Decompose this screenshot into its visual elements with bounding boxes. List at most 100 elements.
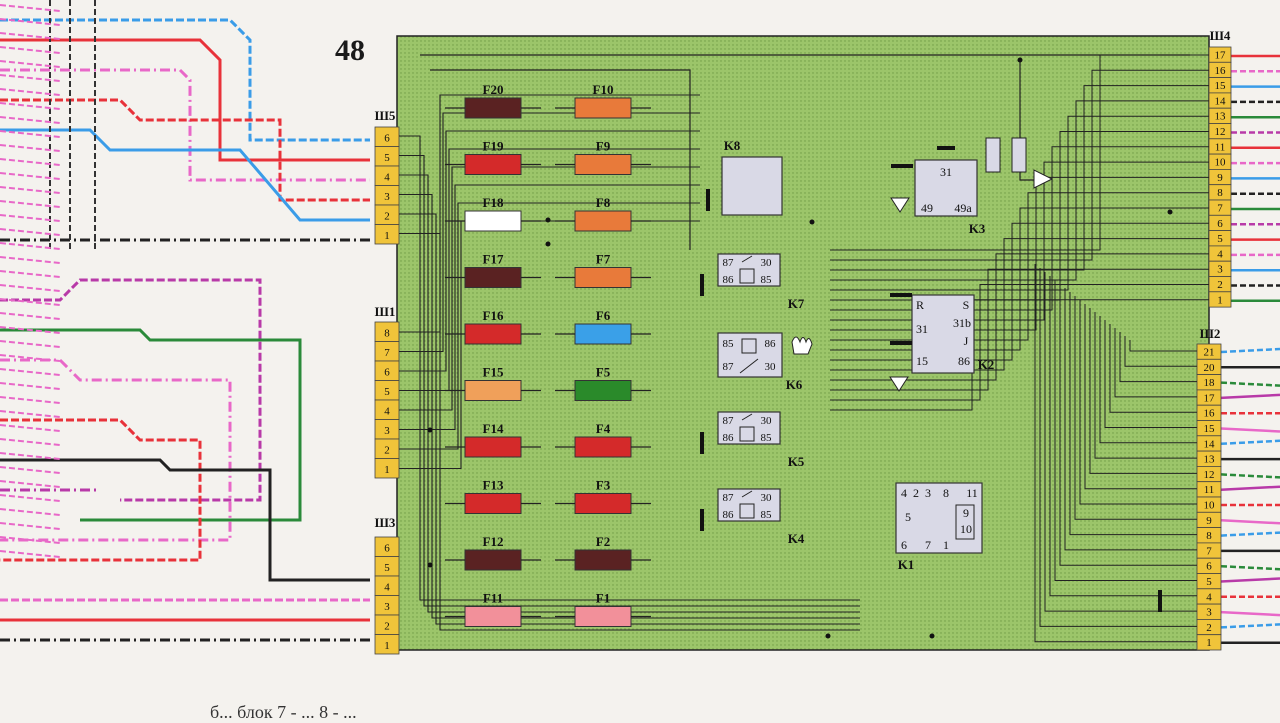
harness-wire-left: [0, 418, 202, 562]
connector-label-sh1: Ш1: [375, 304, 396, 319]
fuse-label: F17: [483, 252, 504, 267]
relay-contact: [739, 358, 759, 374]
harness-wire-right: [1220, 519, 1280, 525]
fuse-label: F9: [596, 139, 611, 154]
relay-contact: [741, 255, 753, 263]
junction-dot: [809, 219, 815, 225]
board-trace: [830, 115, 1209, 291]
relay-terminal: 86: [958, 354, 970, 368]
connector-pin-number: 2: [384, 211, 390, 223]
harness-wire-left: [0, 396, 61, 404]
fuse-label: F18: [483, 195, 504, 210]
harness-wire-left: [0, 368, 61, 376]
fuse-label: F12: [483, 534, 504, 549]
fuse-label: F4: [596, 421, 611, 436]
board-trace: [830, 100, 1209, 281]
connector-pin-number: 4: [1206, 591, 1212, 603]
harness-wire-left: [0, 328, 302, 522]
board-trace: [1069, 292, 1197, 536]
fuse-f6: [574, 323, 632, 345]
harness-wire-right: [1220, 427, 1280, 433]
resistor-symbol: [985, 137, 1001, 173]
relay-terminal: 15: [916, 354, 928, 368]
connector-pin-number: 1: [384, 230, 390, 242]
connector-pin-number: 6: [384, 367, 390, 379]
fuse-f2: [574, 549, 632, 571]
relay-terminal: 30: [765, 361, 777, 373]
relay-terminal: 85: [761, 274, 773, 286]
fuse-label: F10: [593, 82, 614, 97]
connector-pin-number: 17: [1204, 392, 1216, 404]
harness-wire-right: [1220, 393, 1280, 400]
harness-wire-left: [0, 144, 61, 152]
harness-wire-left: [0, 382, 61, 390]
harness-wire-left: [0, 116, 61, 124]
harness-wire-left: [0, 508, 61, 516]
harness-wire-right: [1220, 473, 1280, 479]
fuse-label: F19: [483, 139, 504, 154]
relay-terminal: 49: [921, 201, 933, 215]
harness-wire-left: [0, 424, 61, 432]
connector-pin-number: 15: [1204, 423, 1216, 435]
connector-label-sh5: Ш5: [375, 108, 396, 123]
board-trace: [830, 268, 1209, 391]
connector-pin-number: 6: [384, 543, 390, 555]
ground-bar: [1158, 590, 1162, 612]
board-trace: [399, 213, 860, 625]
harness-wire-left: [0, 18, 61, 26]
connector-pin-number: 13: [1215, 111, 1227, 123]
connector-pin-number: 20: [1204, 362, 1216, 374]
connector-pin-number: 13: [1204, 454, 1216, 466]
fuse-f3: [574, 493, 632, 514]
fuse-f8: [574, 210, 632, 232]
harness-wire-left: [0, 312, 61, 320]
board-trace: [430, 69, 691, 250]
connector-pin-number: 12: [1204, 469, 1215, 481]
fuse-f14: [464, 436, 522, 458]
connector-label-sh4: Ш4: [1210, 28, 1231, 43]
fuse-label: F15: [483, 365, 504, 380]
fuse-label: F2: [596, 534, 610, 549]
connector-pin-number: 14: [1204, 438, 1216, 450]
harness-wire-right: [1220, 347, 1280, 354]
relay-contact: [741, 490, 753, 498]
harness-wire-left: [0, 38, 370, 162]
connector-pin-number: 3: [384, 191, 390, 203]
relay-terminal: 8: [943, 486, 949, 500]
relay-terminal: 4: [901, 486, 907, 500]
board-trace: [1114, 328, 1197, 398]
hand-cursor-icon: [791, 336, 813, 355]
board-trace: [1039, 268, 1197, 627]
harness-wire-right: [1220, 531, 1280, 537]
diode-symbol: [889, 376, 909, 392]
harness-wire-left: [0, 480, 61, 488]
board-trace: [1049, 276, 1197, 597]
relay-label-k5: K5: [788, 454, 805, 469]
junction-dot: [427, 427, 433, 433]
ground-bar: [700, 274, 704, 296]
connector-pin-number: 3: [1217, 264, 1223, 276]
harness-wire-right: [1220, 564, 1280, 571]
diode-symbol: [890, 197, 910, 213]
fuse-f16: [464, 323, 522, 345]
fuse-label: F6: [596, 308, 611, 323]
relay-coil: [739, 426, 755, 442]
relay-terminal: 6: [901, 538, 907, 552]
relay-terminal: 1: [943, 538, 949, 552]
harness-wire-left: [0, 452, 61, 460]
harness-wire-right: [1220, 439, 1280, 446]
connector-pin-number: 5: [1217, 233, 1223, 245]
relay-coil: [739, 268, 755, 284]
connector-pin-number: 10: [1215, 157, 1227, 169]
board-trace: [399, 112, 700, 353]
fuse-f5: [574, 380, 632, 401]
resistor-symbol: [1011, 137, 1027, 173]
junction-dot: [1017, 57, 1023, 63]
connector-pin-number: 6: [1206, 561, 1212, 573]
